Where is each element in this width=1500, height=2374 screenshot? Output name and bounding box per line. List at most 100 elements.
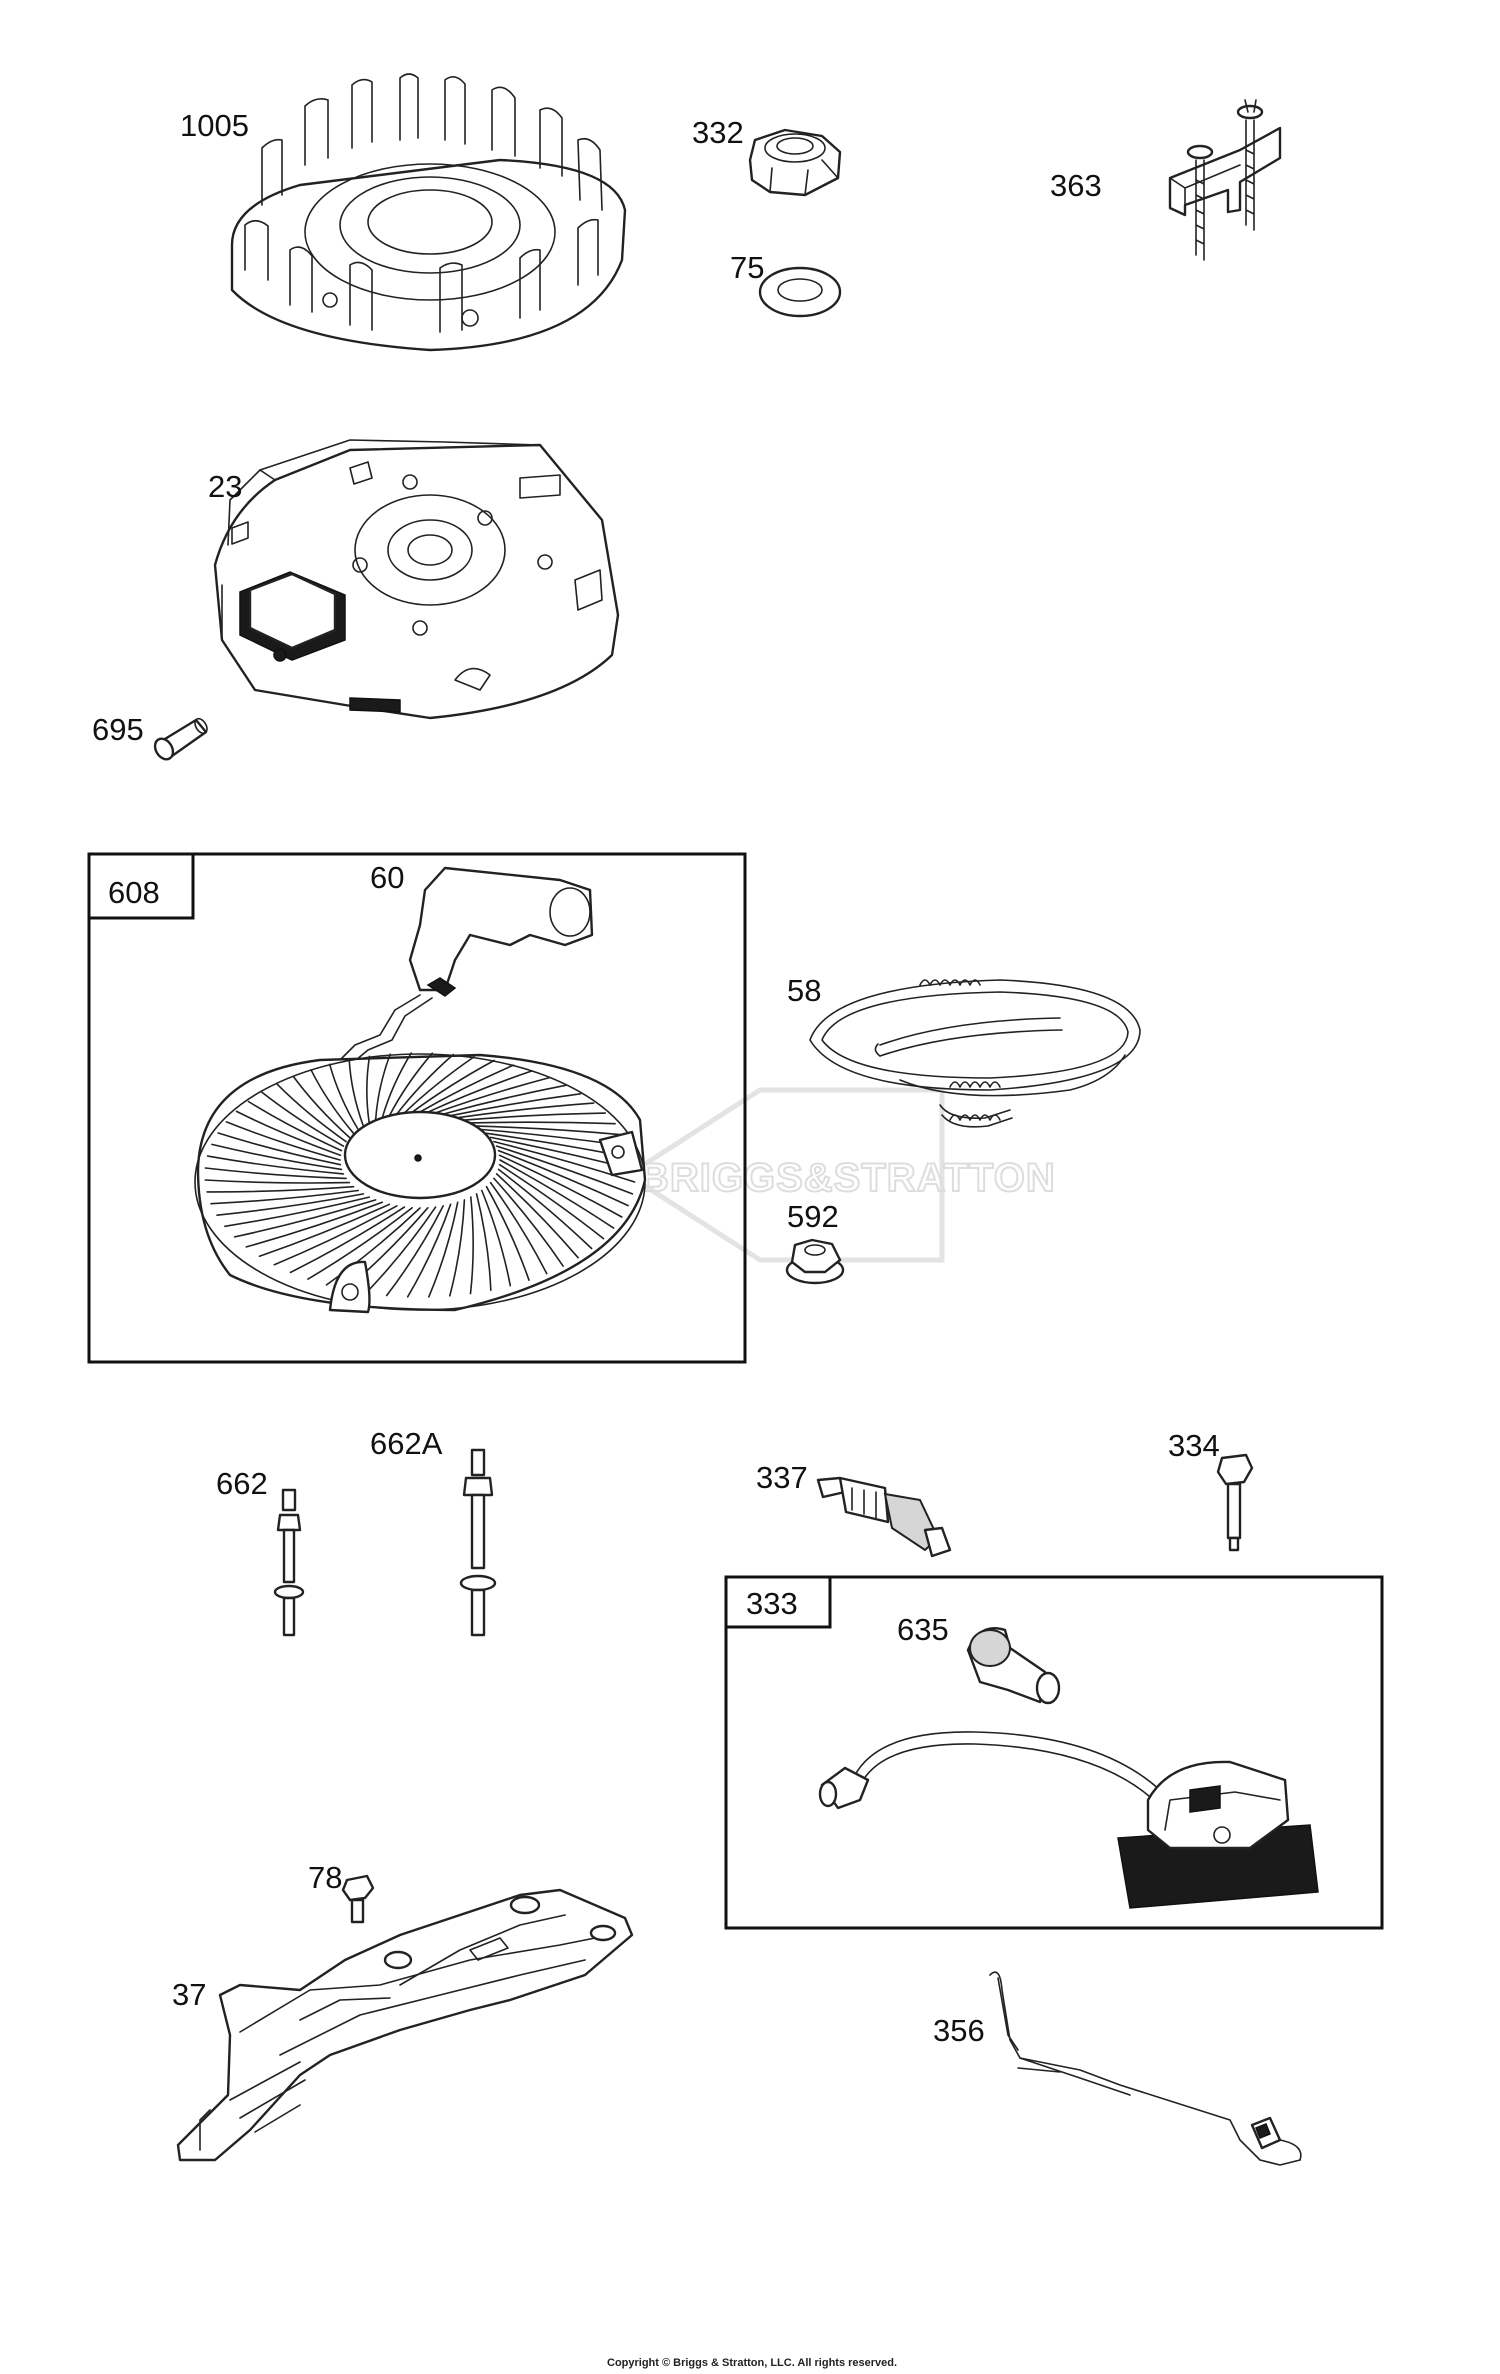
starter-fin bbox=[475, 1125, 624, 1136]
part-label-662a: 662A bbox=[370, 1426, 443, 1461]
kit-box-333[interactable]: 333 bbox=[724, 1575, 1384, 1930]
stud-662a-part[interactable] bbox=[459, 1448, 497, 1637]
starter-fin bbox=[233, 1199, 377, 1238]
part-label-695: 695 bbox=[92, 712, 144, 747]
pin-part[interactable] bbox=[151, 717, 209, 763]
starter-fin bbox=[493, 1177, 564, 1267]
starter-fin bbox=[419, 1064, 515, 1113]
part-label-356: 356 bbox=[933, 2013, 985, 2048]
part-label-332: 332 bbox=[692, 115, 744, 150]
starter-fin bbox=[245, 1201, 384, 1248]
starter-fin bbox=[381, 1052, 412, 1119]
part-label-337: 337 bbox=[756, 1460, 808, 1495]
part-label-334: 334 bbox=[1168, 1428, 1220, 1463]
starter-fin bbox=[276, 1083, 347, 1143]
kit-box-label-608: 608 bbox=[108, 875, 160, 910]
starter-fin bbox=[449, 1093, 582, 1117]
starter-fin bbox=[210, 1189, 359, 1205]
part-label-78: 78 bbox=[308, 1860, 342, 1895]
part-label-662: 662 bbox=[216, 1466, 268, 1501]
starter-fin bbox=[388, 1052, 434, 1117]
starter-fin bbox=[495, 1145, 634, 1195]
part-label-363: 363 bbox=[1050, 168, 1102, 203]
part-label-58: 58 bbox=[787, 973, 821, 1008]
part-label-1005: 1005 bbox=[180, 108, 249, 143]
air-guide-shield-part[interactable] bbox=[176, 1888, 634, 2162]
starter-fin bbox=[328, 1063, 359, 1131]
starter-fin bbox=[411, 1059, 495, 1113]
stud-662-part[interactable] bbox=[273, 1488, 305, 1637]
blower-housing-part[interactable] bbox=[213, 439, 620, 720]
starter-fin bbox=[498, 1154, 623, 1218]
starter-fin bbox=[204, 1179, 351, 1184]
watermark: BRIGGS&STRATTON bbox=[623, 1087, 1056, 1263]
ground-bracket-part[interactable] bbox=[1168, 99, 1282, 261]
starter-fins bbox=[204, 1052, 636, 1298]
starter-fin bbox=[310, 1069, 355, 1135]
starter-fin bbox=[499, 1159, 615, 1229]
starter-fin bbox=[206, 1155, 345, 1175]
starter-fin bbox=[206, 1185, 355, 1193]
starter-fin bbox=[485, 1185, 530, 1281]
starter-fin bbox=[225, 1121, 341, 1161]
screw-78-part[interactable] bbox=[341, 1874, 375, 1924]
starter-fin bbox=[204, 1167, 347, 1180]
starter-fin bbox=[365, 1206, 437, 1294]
starter-fin bbox=[273, 1205, 398, 1266]
starter-fin bbox=[217, 1132, 342, 1166]
starter-fin bbox=[366, 1055, 371, 1124]
starter-fin bbox=[442, 1084, 567, 1115]
starter-fin bbox=[498, 1163, 605, 1240]
watermark-text: BRIGGS&STRATTON bbox=[640, 1156, 1056, 1200]
starter-fin bbox=[493, 1140, 636, 1183]
starter-fin bbox=[224, 1196, 370, 1228]
starter-fin bbox=[449, 1199, 466, 1297]
part-label-75: 75 bbox=[730, 250, 764, 285]
starter-fin bbox=[497, 1168, 593, 1250]
ignition-armature-part[interactable] bbox=[818, 1731, 1319, 1909]
starter-fin bbox=[385, 1205, 444, 1297]
part-label-635: 635 bbox=[897, 1612, 949, 1647]
rope-coil-marks bbox=[919, 979, 1001, 1121]
starter-fin bbox=[406, 1203, 452, 1298]
flange-nut-part[interactable] bbox=[785, 1238, 845, 1285]
starter-rope-part[interactable] bbox=[809, 979, 1141, 1128]
starter-fin bbox=[307, 1207, 413, 1280]
starter-fin bbox=[261, 1091, 345, 1147]
starter-fin bbox=[463, 1112, 607, 1121]
flywheel-part[interactable] bbox=[230, 73, 627, 352]
rewind-starter-part[interactable] bbox=[194, 866, 647, 1314]
starter-fin bbox=[489, 1181, 548, 1275]
bolt-334-part[interactable] bbox=[1216, 1453, 1254, 1552]
starter-fin bbox=[481, 1189, 512, 1287]
ground-wire-part[interactable] bbox=[989, 1971, 1302, 2166]
starter-fin bbox=[456, 1102, 595, 1119]
starter-fin bbox=[292, 1075, 351, 1139]
spark-plug-boot-part[interactable] bbox=[966, 1627, 1061, 1705]
starter-fin bbox=[247, 1100, 343, 1152]
starter-fin bbox=[470, 1121, 616, 1125]
starter-fin bbox=[374, 1053, 391, 1121]
starter-fin bbox=[211, 1143, 343, 1171]
part-label-37: 37 bbox=[172, 1977, 206, 2012]
starter-fin bbox=[258, 1203, 391, 1257]
starter-fin bbox=[427, 1070, 533, 1113]
starter-fin bbox=[434, 1076, 551, 1114]
kit-box-608[interactable]: 608 bbox=[87, 852, 747, 1364]
starter-fin bbox=[403, 1056, 475, 1114]
flywheel-nut-part[interactable] bbox=[748, 128, 842, 197]
copyright-notice: Copyright © Briggs & Stratton, LLC. All … bbox=[607, 2357, 897, 2369]
starter-fin bbox=[235, 1110, 342, 1157]
starter-fin bbox=[216, 1193, 365, 1216]
spark-plug-part[interactable] bbox=[816, 1476, 952, 1558]
starter-fin bbox=[475, 1193, 492, 1291]
washer-part[interactable] bbox=[758, 266, 842, 318]
part-label-592: 592 bbox=[787, 1199, 839, 1234]
starter-fin bbox=[348, 1059, 365, 1127]
part-label-60: 60 bbox=[370, 860, 404, 895]
starter-fin bbox=[396, 1053, 455, 1115]
starter-fin bbox=[469, 1196, 474, 1295]
starter-fin bbox=[495, 1173, 579, 1259]
starter-fin bbox=[289, 1206, 406, 1274]
